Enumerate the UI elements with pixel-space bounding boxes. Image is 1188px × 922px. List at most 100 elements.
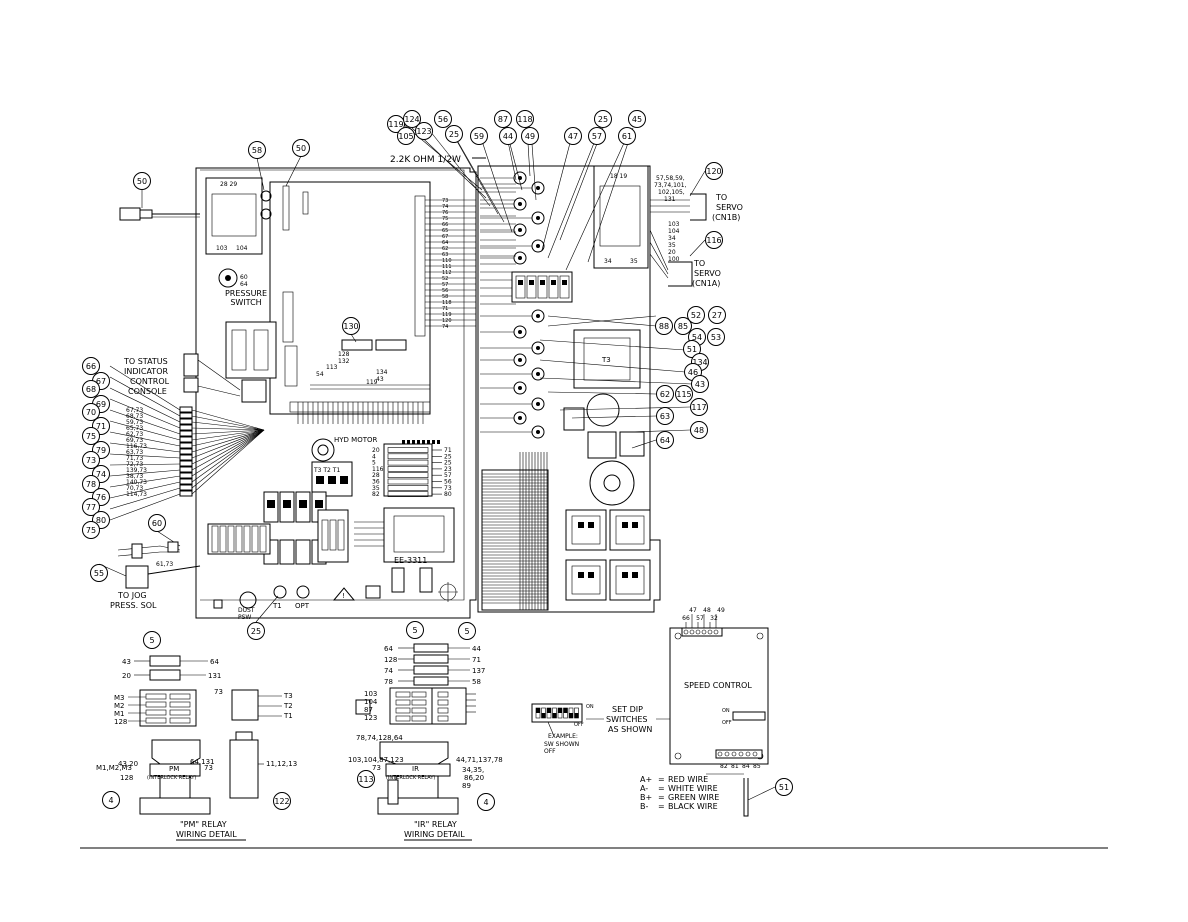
servo-b-label-1: TO xyxy=(715,193,727,202)
pm-t2: T2 xyxy=(283,702,293,710)
example-label-2: SW SHOWN xyxy=(544,741,579,748)
callout-87: 87 xyxy=(494,110,512,128)
callout-number: 62 xyxy=(660,390,670,399)
jog-solenoid: 61,73 TO JOG PRESS. SOL xyxy=(110,561,201,610)
relay-row-right: 25 xyxy=(444,453,452,460)
leader-line xyxy=(539,339,686,351)
servo-a-wire: 100 xyxy=(668,256,680,263)
wire-label: 65,73 xyxy=(126,425,143,432)
ir-block-sub: (INTERLOCK RELAY) xyxy=(386,775,435,781)
dip-switch-lever xyxy=(547,708,551,713)
callout-number: 64 xyxy=(660,436,670,445)
callout-number: 59 xyxy=(474,132,484,141)
relay-row-right: 23 xyxy=(444,466,452,473)
leader-line xyxy=(587,127,634,263)
callout-number: 105 xyxy=(398,132,413,141)
callout-number: 123 xyxy=(416,127,431,136)
ir-row2: 104 xyxy=(364,698,378,706)
leader-line xyxy=(747,786,776,801)
legend-code: B+ xyxy=(640,793,652,802)
leader-line xyxy=(547,315,657,327)
callout-number: 70 xyxy=(86,408,96,417)
terminal-label: 52 xyxy=(442,276,448,282)
servo-b-wires-3: 102,105, xyxy=(658,189,685,196)
relay-row-right: 25 xyxy=(444,460,452,467)
pm-relay-detail: 43 64 20 131 M3 M2 M1 128 73 T3 T2 T1 PM… xyxy=(96,655,297,841)
callout-number: 75 xyxy=(86,526,96,535)
callout-number: 134 xyxy=(692,358,707,367)
speed-terminal-label: 48 xyxy=(703,607,711,614)
status-indicator-label: TO STATUS INDICATOR CONTROL CONSOLE xyxy=(123,353,241,397)
transformer-t3 xyxy=(573,329,641,389)
ir-block-label: IR xyxy=(412,765,419,773)
servo-a-wire: 103 xyxy=(668,221,680,228)
legend-code: B- xyxy=(640,802,648,811)
callout-73: 73 xyxy=(82,451,100,469)
pm-73: 73 xyxy=(214,688,223,696)
callout-47: 47 xyxy=(564,127,582,145)
speed-terminal-label: 57 xyxy=(696,615,704,622)
callout-50a: 50 xyxy=(292,139,310,157)
ir-relay-title-1: "IR" RELAY xyxy=(414,820,457,829)
speed-bottom-label: 84 xyxy=(742,763,750,770)
callout-number: 115 xyxy=(676,390,691,399)
main-panel: 7374767566656764626311011111252575658118… xyxy=(195,167,477,621)
ir-relay-title-2: WIRING DETAIL xyxy=(404,830,465,839)
svg-text:43: 43 xyxy=(376,376,384,383)
relay-row-right: 57 xyxy=(444,472,452,479)
servo-cn1b-connector: 57,58,59, 73,74,101, 102,105, 131 TO SER… xyxy=(650,175,743,222)
wire-label: 70,73 xyxy=(126,485,143,492)
leader-line xyxy=(627,429,691,433)
callout-118: 118 xyxy=(516,110,534,128)
t3-label: T3 xyxy=(601,356,611,364)
callout-number: 88 xyxy=(659,322,669,331)
dip-label-3: AS SHOWN xyxy=(608,725,652,734)
servo-a-wire: 20 xyxy=(668,249,676,256)
pressure-switch: 60 64 PRESSURE SWITCH xyxy=(218,268,267,307)
terminal-label: 65 xyxy=(442,228,448,234)
callout-number: 4 xyxy=(483,798,488,807)
callout-85: 85 xyxy=(674,317,692,335)
status-label-2: INDICATOR xyxy=(124,367,168,376)
leader-line xyxy=(255,595,279,623)
relay-row-left: 35 xyxy=(372,485,380,492)
callout-number: 79 xyxy=(96,446,106,455)
wire-label: 63,73 xyxy=(126,449,143,456)
relay-row-right: 73 xyxy=(444,485,452,492)
ir-wire-left: 128 xyxy=(384,656,397,664)
callout-number: 87 xyxy=(498,115,508,124)
servo-b-wires-2: 73,74,101, xyxy=(654,182,687,189)
ir-wire-left: 74 xyxy=(384,667,393,675)
callout-60: 60 xyxy=(148,514,166,532)
callout-57: 57 xyxy=(588,127,606,145)
pm-wire-l1: 43 xyxy=(122,658,131,666)
leader-line xyxy=(429,130,491,207)
ir-wire-right: 71 xyxy=(472,656,481,664)
pm-wire-r2: 131 xyxy=(208,672,221,680)
callout-number: 85 xyxy=(678,322,688,331)
callout-number: 68 xyxy=(86,385,96,394)
callout-number: 130 xyxy=(343,322,358,331)
callout-number: 54 xyxy=(692,333,702,342)
relay-row-left: 28 xyxy=(372,472,380,479)
dip-switch-lever xyxy=(541,713,546,718)
speed-on-label: ON xyxy=(722,708,730,714)
callout-number: 50 xyxy=(296,144,306,153)
callout-43: 43 xyxy=(691,375,709,393)
callout-66: 66 xyxy=(82,357,100,375)
callout-117: 117 xyxy=(690,398,708,416)
legend-color: BLACK WIRE xyxy=(668,802,718,811)
terminal-label: 57 xyxy=(442,282,448,288)
callout-number: 120 xyxy=(706,167,721,176)
wire-label: 71,73 xyxy=(126,455,143,462)
wire-label: 62,73 xyxy=(126,431,143,438)
callout-number: 50 xyxy=(137,177,147,186)
callout-number: 25 xyxy=(251,627,261,636)
callout-number: 58 xyxy=(252,146,262,155)
callout-number: 5 xyxy=(464,627,469,636)
svg-text:128: 128 xyxy=(338,351,350,358)
leader-line xyxy=(541,142,571,251)
status-label-3: CONTROL xyxy=(130,377,170,386)
